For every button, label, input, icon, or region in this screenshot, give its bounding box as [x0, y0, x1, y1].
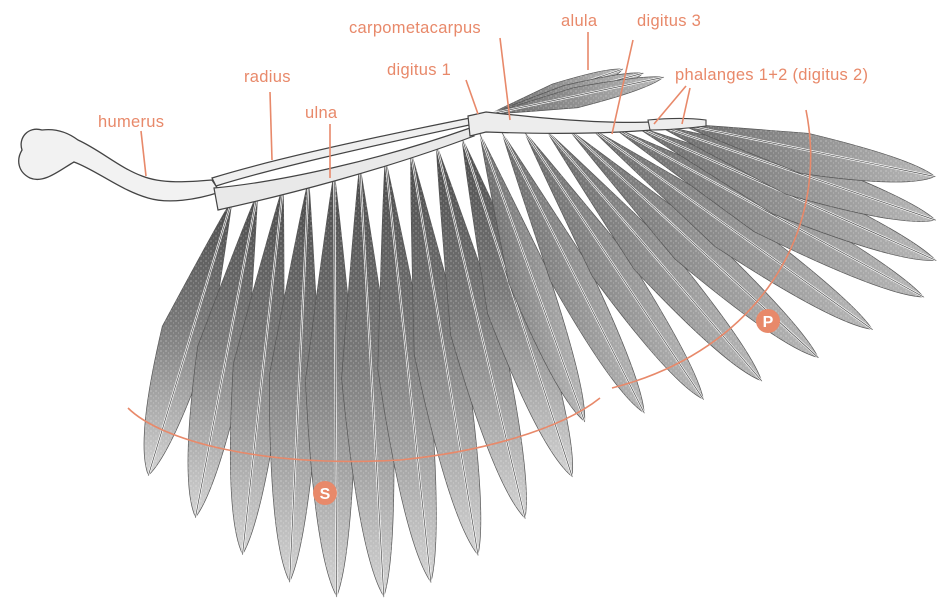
humerus-bone — [19, 129, 220, 201]
label-ulna: ulna — [305, 104, 338, 122]
alula-feathers — [490, 69, 663, 114]
primaries-marker: P — [756, 309, 780, 333]
label-alula: alula — [561, 12, 598, 30]
secondaries-marker: S — [313, 481, 337, 505]
label-digitus-1: digitus 1 — [387, 61, 451, 79]
primaries-letter: P — [763, 314, 774, 331]
leader-radius — [270, 92, 272, 160]
leader-humerus — [141, 131, 146, 176]
label-radius: radius — [244, 68, 291, 86]
label-carpometacarpus: carpometacarpus — [349, 19, 481, 37]
label-digitus-3: digitus 3 — [637, 12, 701, 30]
label-humerus: humerus — [98, 113, 164, 131]
label-phalanges: phalanges 1+2 (digitus 2) — [675, 66, 868, 84]
secondaries-letter: S — [320, 486, 331, 503]
leader-digitus-1 — [466, 80, 478, 114]
